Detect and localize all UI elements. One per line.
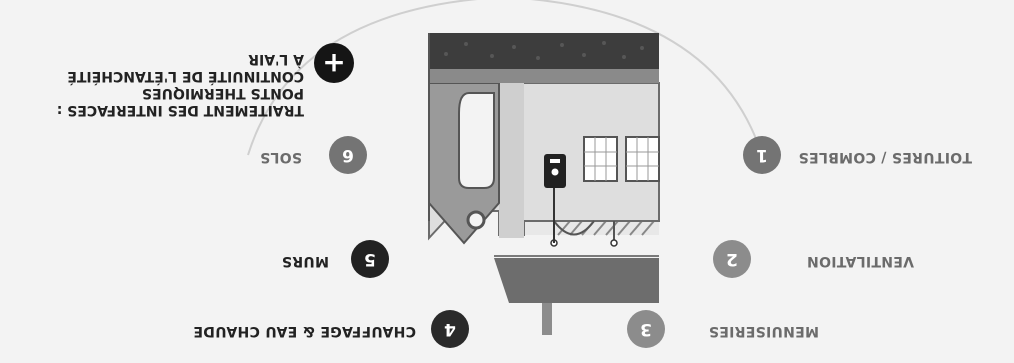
interfaces-line-3: CONTINUITÉ DE L'ÉTANCHÉITÉ bbox=[67, 68, 304, 84]
badge-2-number: 2 bbox=[726, 249, 738, 269]
badge-1-number: 1 bbox=[756, 145, 768, 165]
step-label-6: SOLS bbox=[259, 149, 302, 165]
step-label-2: VENTILATION bbox=[806, 253, 914, 269]
steps-arc bbox=[247, 0, 763, 156]
badge-3[interactable] bbox=[627, 310, 665, 348]
interfaces-text: TRAITEMENT DES INTERFACES : PONTS THERMI… bbox=[57, 50, 304, 118]
window-left bbox=[625, 136, 660, 182]
badge-5[interactable] bbox=[351, 240, 389, 278]
badge-5-number: 5 bbox=[364, 249, 376, 269]
plus-icon: + bbox=[322, 47, 346, 80]
window-right bbox=[583, 136, 618, 182]
step-label-4: CHAUFFAGE & EAU CHAUDE bbox=[193, 323, 416, 339]
badge-6[interactable] bbox=[329, 136, 367, 174]
step-label-1: TOITURES / COMBLES bbox=[798, 149, 972, 165]
step-label-5: MURS bbox=[281, 253, 329, 269]
interfaces-line-2: PONTS THERMIQUES bbox=[141, 85, 304, 101]
interfaces-line-1: TRAITEMENT DES INTERFACES : bbox=[56, 102, 304, 118]
roof-soil bbox=[429, 33, 659, 69]
badge-4-number: 4 bbox=[444, 319, 456, 339]
badge-1[interactable] bbox=[743, 136, 781, 174]
badge-2[interactable] bbox=[713, 240, 751, 278]
foundation-slab bbox=[494, 258, 659, 303]
badge-3-number: 3 bbox=[640, 319, 652, 339]
valve-circle bbox=[466, 210, 486, 230]
badge-plus[interactable] bbox=[314, 43, 354, 83]
ground-post bbox=[542, 303, 552, 335]
roof-insulation bbox=[429, 69, 659, 83]
badge-6-number: 6 bbox=[342, 145, 354, 165]
badge-4[interactable] bbox=[431, 310, 469, 348]
tank-shape bbox=[458, 92, 495, 189]
step-label-3: MENUISERIES bbox=[708, 323, 819, 339]
interfaces-line-4: À L'AIR bbox=[248, 51, 304, 67]
